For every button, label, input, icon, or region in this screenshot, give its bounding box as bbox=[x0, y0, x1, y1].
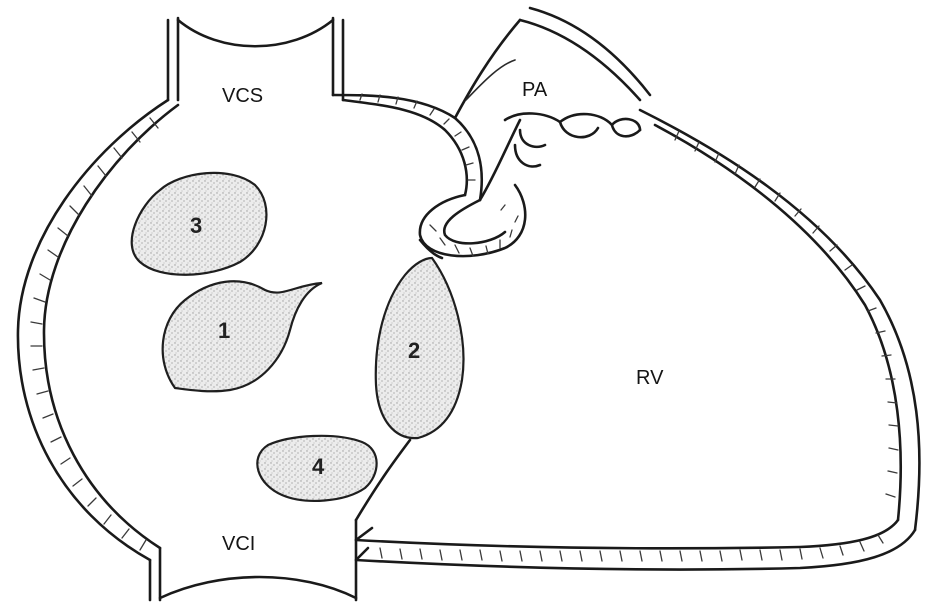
vcs-label: VCS bbox=[222, 85, 263, 107]
vci-label: VCI bbox=[222, 533, 255, 555]
defect-2-number: 2 bbox=[408, 338, 420, 363]
atrial-roof bbox=[333, 94, 525, 256]
pa-label: PA bbox=[522, 79, 548, 101]
rv-label: RV bbox=[636, 367, 664, 389]
defect-3-number: 3 bbox=[190, 213, 202, 238]
defect-1-number: 1 bbox=[218, 318, 230, 343]
pulmonary-artery bbox=[455, 8, 650, 200]
defect-1 bbox=[163, 281, 322, 391]
defect-4-number: 4 bbox=[312, 454, 325, 479]
